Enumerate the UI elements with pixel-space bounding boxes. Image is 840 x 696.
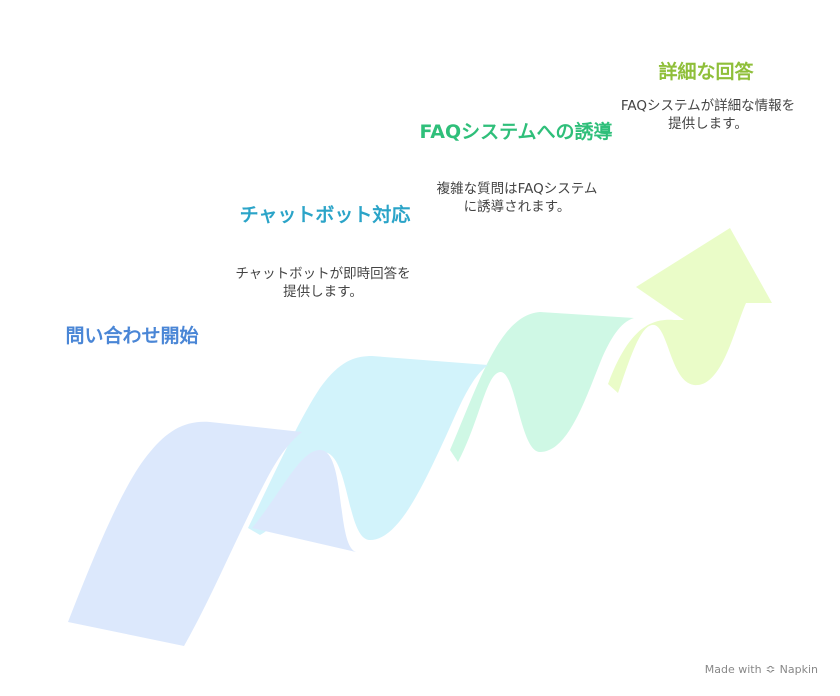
step-4-description: FAQシステムが詳細な情報を提供します。 [620, 98, 796, 132]
ribbon-segment-3 [450, 312, 634, 462]
watermark-text: Made with [704, 662, 762, 676]
step-3-description: 複雑な質問はFAQシステムに誘導されます。 [436, 181, 598, 215]
step-2-title: チャットボット対応 [239, 204, 411, 226]
step-1-title: 問い合わせ開始 [65, 325, 199, 347]
step-3-title: FAQシステムへの誘導 [419, 121, 613, 143]
ribbon-segment-4 [608, 228, 772, 393]
step-2-description: チャットボットが即時回答を提供します。 [235, 266, 411, 300]
watermark-brand: Napkin [779, 662, 818, 676]
ribbon-segment-2 [248, 356, 488, 540]
napkin-logo-icon: ≎ [765, 662, 776, 676]
watermark[interactable]: Made with ≎ Napkin [705, 662, 818, 676]
ribbon-segment-1 [68, 421, 356, 646]
step-4-title: 詳細な回答 [658, 61, 754, 83]
